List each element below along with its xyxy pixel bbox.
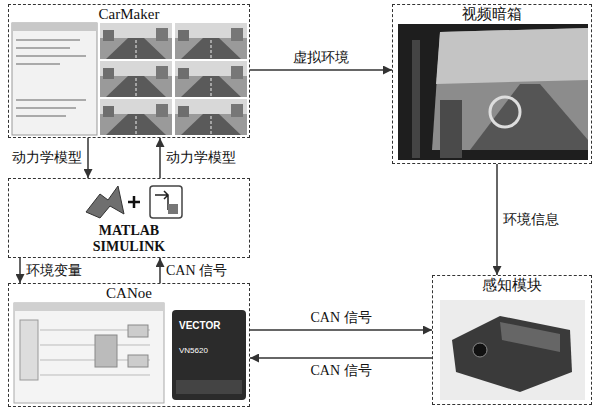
hardware-box: 感知模块	[432, 275, 592, 405]
box-title: MATLAB SIMULINK	[80, 222, 178, 257]
canoe-toolbar	[14, 303, 164, 311]
box-title: CANoe	[102, 284, 156, 303]
edge-label: CAN 信号	[310, 310, 371, 325]
connector-arrow	[159, 138, 161, 178]
matlab-logo	[86, 186, 124, 218]
edge-label: 环境信息	[503, 212, 559, 227]
canoe-screenshot	[14, 303, 164, 403]
hardware-box: 视频暗箱	[392, 4, 592, 164]
steering-wheel	[490, 97, 520, 127]
plus-symbol	[128, 196, 140, 208]
window-titlebar	[12, 23, 97, 31]
sensor-photo	[440, 300, 585, 400]
software-window	[12, 23, 97, 135]
camera-rig	[440, 100, 462, 158]
projected-road	[470, 84, 588, 150]
projected-sky	[436, 28, 588, 84]
scene-screenshot	[175, 23, 247, 59]
canoe-block	[128, 355, 148, 367]
software-box: MATLAB SIMULINK	[8, 178, 250, 258]
device-label: VN5620	[179, 346, 208, 355]
sensor-lens	[473, 343, 487, 357]
edge-label: CAN 信号	[310, 363, 371, 378]
scene-screenshot	[100, 99, 172, 135]
connector-arrow	[496, 164, 498, 275]
connector-arrow	[159, 258, 161, 283]
sensor-module	[452, 316, 572, 392]
connector-arrow	[87, 138, 89, 178]
edge-label: 动力学模型	[166, 150, 236, 165]
projector-stand	[412, 40, 420, 158]
sensor-lens-housing	[500, 322, 560, 352]
darkroom-photo	[398, 24, 588, 160]
scene-screenshot	[175, 99, 247, 135]
box-title: 感知模块	[478, 276, 546, 295]
software-box: CANoe	[8, 283, 250, 407]
canoe-block	[128, 325, 148, 337]
edge-label: CAN 信号	[166, 263, 227, 278]
software-box: CarMaker	[8, 4, 250, 138]
connector-arrow	[250, 357, 432, 359]
connector-arrow	[250, 329, 432, 331]
connector-arrow	[250, 69, 392, 71]
vector-device	[172, 310, 246, 400]
device-panel	[176, 380, 242, 394]
window-rows	[16, 40, 86, 116]
simulink-block	[168, 204, 178, 214]
device-label: VECTOR	[179, 320, 221, 331]
edge-label: 环境变量	[26, 263, 82, 278]
scene-screenshot	[100, 61, 172, 97]
edge-label: 动力学模型	[12, 150, 82, 165]
simulink-arrow	[155, 191, 168, 210]
canoe-block	[95, 335, 117, 367]
scene-screenshot	[100, 23, 172, 59]
canoe-block	[20, 320, 38, 380]
connector-arrow	[19, 258, 21, 283]
box-title: 视频暗箱	[458, 5, 526, 24]
scene-screenshot	[175, 61, 247, 97]
box-title: CarMaker	[95, 5, 164, 24]
simulink-logo	[150, 186, 182, 218]
edge-label: 虚拟环境	[293, 50, 349, 65]
